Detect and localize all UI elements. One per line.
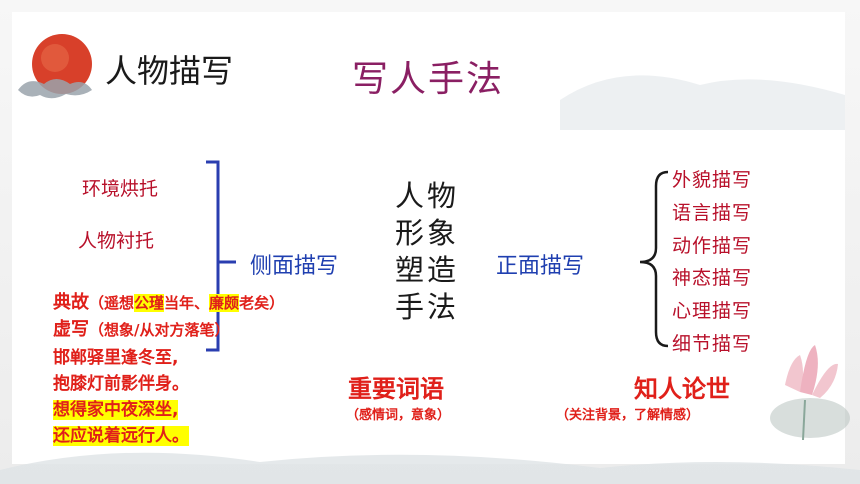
left-bracket <box>206 160 236 352</box>
poem-line-4-text: 还应说着远行人。 <box>53 426 189 446</box>
right-item-expression: 神态描写 <box>672 267 753 289</box>
zhiren-title: 知人论世 <box>634 375 730 403</box>
center-topic: 人物 形象 塑造 手法 <box>395 178 459 326</box>
cloud-scroll-icon <box>18 79 92 99</box>
allusion-close: 老矣） <box>239 294 285 312</box>
main-title: 写人手法 <box>352 59 505 100</box>
poem-line-3: 想得家中夜深坐, <box>53 399 179 421</box>
allusion-open: （遥想 <box>89 294 135 312</box>
poem-line-3-text: 想得家中夜深坐, <box>53 400 179 420</box>
note-imagined: 虚写（想象/从对方落笔） <box>53 319 229 341</box>
ink-mountain-decoration-bottom <box>0 452 860 484</box>
corner-title: 人物描写 <box>105 52 234 90</box>
center-line: 塑造 <box>395 253 460 287</box>
imagined-label: 虚写 <box>53 319 89 340</box>
lotus-icon <box>770 345 850 441</box>
side-description-label: 侧面描写 <box>250 254 339 279</box>
allusion-highlight-1: 公瑾 <box>134 294 165 312</box>
right-item-speech: 语言描写 <box>672 202 753 224</box>
allusion-mid: 当年、 <box>164 294 210 312</box>
left-item-contrast: 人物衬托 <box>78 230 155 252</box>
center-line: 手法 <box>395 290 460 324</box>
important-words-title: 重要词语 <box>348 375 444 403</box>
poem-line-2: 抱膝灯前影伴身。 <box>53 374 189 394</box>
center-line: 人物 <box>395 179 460 213</box>
right-item-psychology: 心理描写 <box>672 300 753 322</box>
allusion-highlight-2: 廉颇 <box>209 294 240 312</box>
ink-mountain-decoration <box>560 75 845 130</box>
important-words-sub: （感情词，意象） <box>346 408 451 423</box>
left-item-environment: 环境烘托 <box>82 178 159 200</box>
right-item-appearance: 外貌描写 <box>672 169 753 191</box>
right-brace <box>639 170 669 348</box>
note-allusion: 典故（遥想公瑾当年、廉颇老矣） <box>53 292 284 314</box>
direct-description-label: 正面描写 <box>496 254 585 279</box>
poem-line-4: 还应说着远行人。 <box>53 425 189 447</box>
imagined-paren: （想象/从对方落笔） <box>89 321 230 339</box>
zhiren-sub: （关注背景，了解情感） <box>556 408 700 423</box>
right-item-action: 动作描写 <box>672 235 753 257</box>
poem-line-1: 邯郸驿里逢冬至, <box>53 348 179 368</box>
right-item-detail: 细节描写 <box>672 333 753 355</box>
allusion-label: 典故 <box>53 292 89 313</box>
center-line: 形象 <box>395 216 460 250</box>
